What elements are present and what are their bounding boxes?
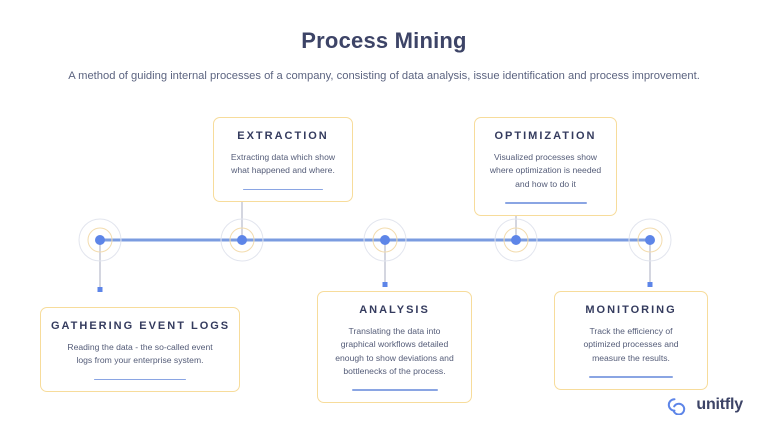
logo-text: unitfly [696, 396, 743, 413]
card-body: Extracting data which show what happened… [224, 151, 342, 178]
card-optimization[interactable]: OPTIMIZATION Visualized processes show w… [474, 117, 617, 216]
card-title: GATHERING EVENT LOGS [51, 320, 231, 332]
card-title: ANALYSIS [359, 304, 430, 316]
card-body-line: Track the efficiency of [589, 326, 673, 336]
node-inner-ring [503, 227, 529, 253]
card-body-line: optimized processes and [583, 339, 679, 350]
page-header: Process Mining A method of guiding inter… [0, 0, 768, 82]
node-outer-ring [78, 218, 122, 262]
timeline-node-gathering[interactable] [78, 218, 122, 262]
card-extraction[interactable]: EXTRACTION Extracting data which show wh… [213, 117, 353, 203]
card-title: MONITORING [585, 304, 677, 316]
brand-logo[interactable]: unitfly [663, 395, 743, 415]
node-dot [380, 235, 390, 245]
card-body: Visualized processes show where optimiza… [485, 151, 606, 191]
card-accent-rule [351, 389, 438, 391]
card-accent-rule [94, 378, 186, 381]
timeline-node-extraction[interactable] [220, 218, 264, 262]
card-body-line: Visualized processes show [493, 152, 598, 162]
node-dot [95, 235, 105, 245]
card-body-line: enough to show deviations and [335, 352, 454, 363]
card-body-line: logs from your enterprise system. [76, 355, 204, 366]
card-accent-rule [243, 188, 323, 191]
card-body: Translating the data into graphical work… [328, 325, 461, 378]
connector-cap-monitoring [647, 282, 653, 287]
card-accent-rule [589, 375, 673, 378]
card-body-line: Extracting data which show [230, 152, 336, 162]
node-outer-ring [494, 218, 538, 262]
card-body-line: Reading the data - the so-called event [67, 342, 213, 352]
node-inner-ring [637, 227, 663, 253]
timeline-node-analysis[interactable] [363, 218, 407, 262]
node-dot [511, 235, 521, 245]
node-inner-ring [372, 227, 398, 253]
page-subtitle: A method of guiding internal processes o… [68, 70, 700, 82]
page-title: Process Mining [301, 28, 467, 53]
node-outer-ring [220, 218, 264, 262]
node-outer-ring [363, 218, 407, 262]
card-body-line: where optimization is needed [489, 165, 602, 176]
card-title: OPTIMIZATION [494, 130, 597, 142]
node-dot [237, 235, 247, 245]
node-inner-ring [229, 227, 255, 253]
card-body-line: and how to do it [515, 178, 576, 189]
card-title: EXTRACTION [237, 130, 329, 142]
card-analysis[interactable]: ANALYSIS Translating the data into graph… [317, 291, 472, 403]
card-body: Track the efficiency of optimized proces… [565, 325, 697, 365]
card-body-line: bottlenecks of the process. [343, 365, 446, 376]
node-outer-ring [628, 218, 672, 262]
timeline-node-optimization[interactable] [494, 218, 538, 262]
card-monitoring[interactable]: MONITORING Track the efficiency of optim… [554, 291, 708, 390]
card-body-line: what happened and where. [231, 165, 335, 176]
card-gathering-event-logs[interactable]: GATHERING EVENT LOGS Reading the data - … [40, 307, 240, 393]
card-body-line: Translating the data into [348, 326, 441, 336]
node-inner-ring [87, 227, 113, 253]
card-body-line: measure the results. [592, 352, 670, 363]
connector-cap-analysis [382, 282, 388, 287]
card-body-line: graphical workflows detailed [340, 339, 449, 350]
cloud-icon [668, 398, 686, 415]
card-accent-rule [504, 201, 587, 204]
node-dot [645, 235, 655, 245]
timeline-node-monitoring[interactable] [628, 218, 672, 262]
connector-cap-gathering [97, 287, 103, 292]
card-body: Reading the data - the so-called event l… [51, 341, 229, 368]
